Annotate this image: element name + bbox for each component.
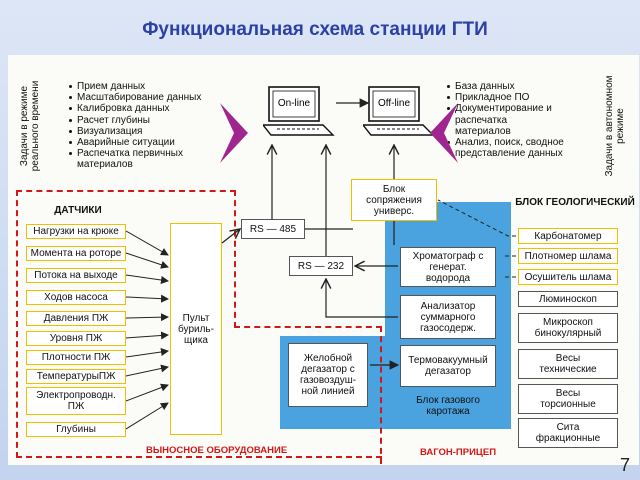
list-item: Документирование и распечатка материалов — [446, 103, 564, 137]
sensor-box: ТемпературыПЖ — [26, 369, 126, 384]
list-item: Прикладное ПО — [446, 92, 576, 103]
sensor-box: Потока на выходе — [26, 268, 126, 283]
trailer-border — [380, 326, 382, 464]
chromatograph-box: Хроматограф с генерат. водорода — [400, 247, 496, 287]
sensor-box: Глубины — [26, 422, 126, 437]
analyzer-box: Анализатор суммарного газосодерж. — [400, 295, 496, 339]
geo-item-box: Люминоскоп — [518, 291, 618, 307]
list-item: Прием данных — [68, 81, 208, 92]
geo-item-box: Весы торсионные — [518, 384, 618, 414]
list-item: Визуализация — [68, 126, 208, 137]
rs485-box: RS — 485 — [241, 219, 305, 239]
list-item: База данных — [446, 81, 576, 92]
sensor-box: Электропроводн. ПЖ — [26, 387, 126, 415]
list-item: Масштабирование данных — [68, 92, 208, 103]
online-label: On-line — [277, 98, 311, 109]
thermovacuum-box: Термовакуумный дегазатор — [400, 345, 496, 387]
geo-item-box: Карбонатомер — [518, 228, 618, 244]
sensor-box: Давления ПЖ — [26, 311, 126, 326]
list-item: Расчет глубины — [68, 115, 208, 126]
online-computer-icon — [261, 85, 335, 143]
sensor-box: Момента на роторе — [26, 246, 126, 261]
interface-block: Блок сопряжения универс. — [351, 179, 437, 221]
geo-item-box: Микроскоп бинокулярный — [518, 313, 618, 343]
geo-item-box: Плотномер шлама — [518, 248, 618, 264]
offline-chevron-icon — [430, 103, 458, 163]
offline-computer-icon — [361, 85, 435, 143]
remote-equipment-border — [234, 190, 236, 328]
geo-item-box: Весы технические — [518, 349, 618, 379]
list-item: Калибровка данных — [68, 103, 208, 114]
offline-label: Off-line — [377, 98, 411, 109]
rs232-box: RS — 232 — [289, 256, 353, 276]
remote-equipment-border — [16, 190, 18, 458]
remote-equipment-border — [16, 456, 382, 458]
sensor-box: Ходов насоса — [26, 290, 126, 305]
remote-equipment-border — [234, 326, 382, 328]
driller-console-box: Пульт буриль- щика — [170, 223, 222, 435]
gti-scheme-figure: Задачи в режиме реального времени Прием … — [8, 55, 639, 465]
gas-block-label: Блок газового каротажа — [416, 395, 480, 417]
realtime-chevron-icon — [220, 103, 248, 163]
geo-item-box: Сита фракционные — [518, 418, 618, 448]
degasser-box: Желобной дегазатор с газовоздуш- ной лин… — [288, 343, 368, 407]
list-item: Анализ, поиск, сводное представление дан… — [446, 137, 576, 159]
geo-item-box: Осушитель шлама — [518, 269, 618, 285]
offline-tasks-list: База данных Прикладное ПО Документирован… — [446, 81, 576, 159]
remote-equipment-caption: ВЫНОСНОЕ ОБОРУДОВАНИЕ — [146, 445, 288, 456]
sensor-box: Уровня ПЖ — [26, 331, 126, 346]
sensor-box: Нагрузки на крюке — [26, 224, 126, 239]
geo-block-title: БЛОК ГЕОЛОГИЧЕСКИЙ — [515, 197, 635, 208]
list-item: Аварийные ситуации — [68, 137, 208, 148]
realtime-tasks-list: Прием данных Масштабирование данных Кали… — [68, 81, 208, 171]
list-item: Распечатка первичных материалов — [68, 148, 208, 170]
connector-arrows — [125, 98, 516, 430]
slide-title: Функциональная схема станции ГТИ — [142, 19, 488, 40]
remote-equipment-border — [16, 190, 236, 192]
sensor-box: Плотности ПЖ — [26, 350, 126, 365]
sensors-title: ДАТЧИКИ — [54, 205, 102, 216]
page-number: 7 — [620, 455, 631, 475]
trailer-caption: ВАГОН-ПРИЦЕП — [420, 447, 497, 458]
